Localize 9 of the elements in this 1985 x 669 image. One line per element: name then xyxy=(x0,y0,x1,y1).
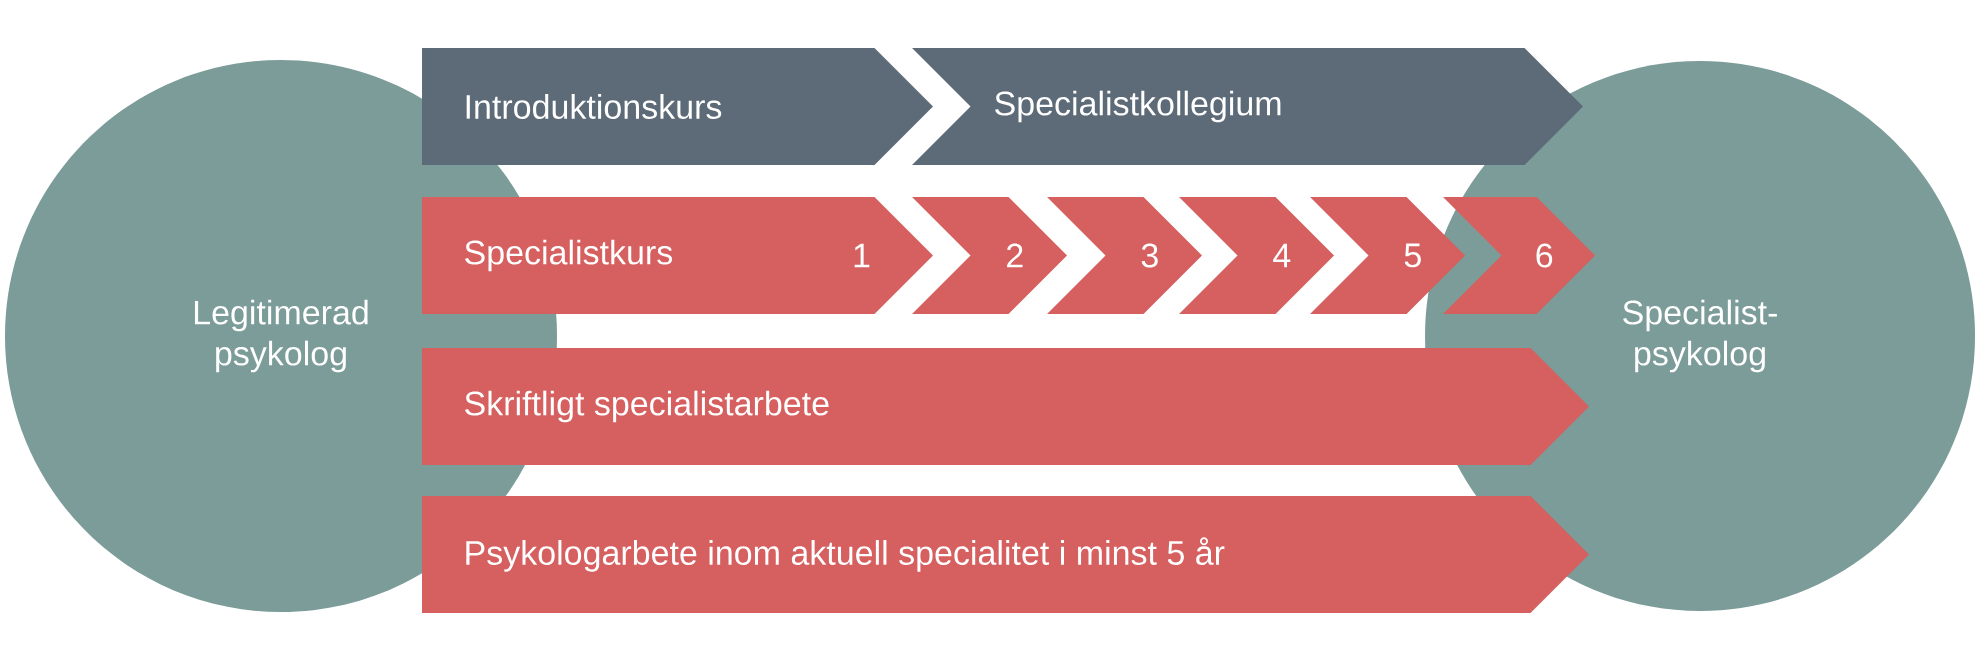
process-step: Skriftligt specialistarbete xyxy=(422,348,1589,465)
process-step: 2 xyxy=(912,197,1067,314)
process-step: Introduktionskurs xyxy=(422,48,933,165)
process-step: Specialistkollegium xyxy=(912,48,1583,165)
process-step: 4 xyxy=(1179,197,1334,314)
process-step: Psykologarbete inom aktuell specialitet i minst 5 år xyxy=(422,496,1589,613)
process-step: Specialistkurs 1 xyxy=(422,197,933,314)
process-step: 5 xyxy=(1310,197,1465,314)
process-step: 3 xyxy=(1047,197,1202,314)
